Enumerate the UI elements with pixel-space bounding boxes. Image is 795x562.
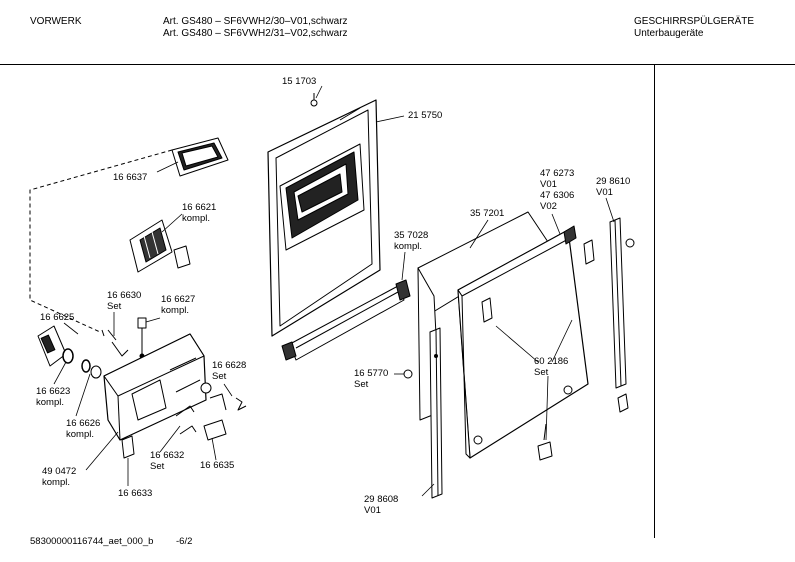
part-label-151703: 15 1703 [282, 76, 317, 87]
header-divider [0, 64, 795, 65]
part-pins-166630 [101, 329, 129, 357]
footer-doc-id: 58300000116744_aet_000_b [30, 536, 154, 547]
footer-page-number: -6/2 [176, 536, 193, 547]
assembly-guide-dashed [29, 149, 173, 333]
part-springs-166628 [200, 382, 247, 411]
part-clip-166633 [121, 435, 135, 459]
part-label-357201: 35 7201 [470, 208, 505, 219]
part-inner-door-215750 [267, 99, 381, 337]
part-plug-165770 [403, 369, 413, 379]
brand-name: VORWERK [30, 16, 82, 27]
part-switch-166635 [203, 419, 227, 441]
part-label-166633: 16 6633 [118, 488, 153, 499]
column-divider [654, 65, 655, 538]
part-valve-166627 [137, 317, 147, 359]
part-grille-166621 [129, 219, 191, 273]
category-title: GESCHIRRSPÜLGERÄTE [634, 16, 755, 27]
part-label-166635: 16 6635 [200, 460, 235, 471]
part-side-trim-298610 [609, 217, 635, 413]
part-label-215750: 21 5750 [408, 110, 443, 121]
part-rail-357028 [281, 279, 411, 361]
part-rings-166623 [62, 348, 102, 379]
article-line-1: Art. GS480 – SF6VWH2/30–V01,schwarz [163, 16, 348, 27]
part-label-166637: 16 6637 [113, 172, 148, 183]
part-hinge-602186 [537, 423, 553, 461]
part-clips-166632 [175, 405, 197, 435]
part-outer-door-476273 [457, 225, 595, 459]
part-side-trim-298608 [429, 327, 443, 499]
part-dispenser-490472 [103, 333, 207, 441]
part-frame-166637 [171, 137, 229, 177]
part-housing-166625 [37, 325, 67, 367]
article-line-2: Art. GS480 – SF6VWH2/31–V02,schwarz [163, 28, 348, 39]
leader-lines [53, 85, 615, 497]
part-screw-151703 [310, 93, 318, 107]
part-label-166625: 16 6625 [40, 312, 75, 323]
subcategory-title: Unterbaugeräte [634, 28, 704, 39]
